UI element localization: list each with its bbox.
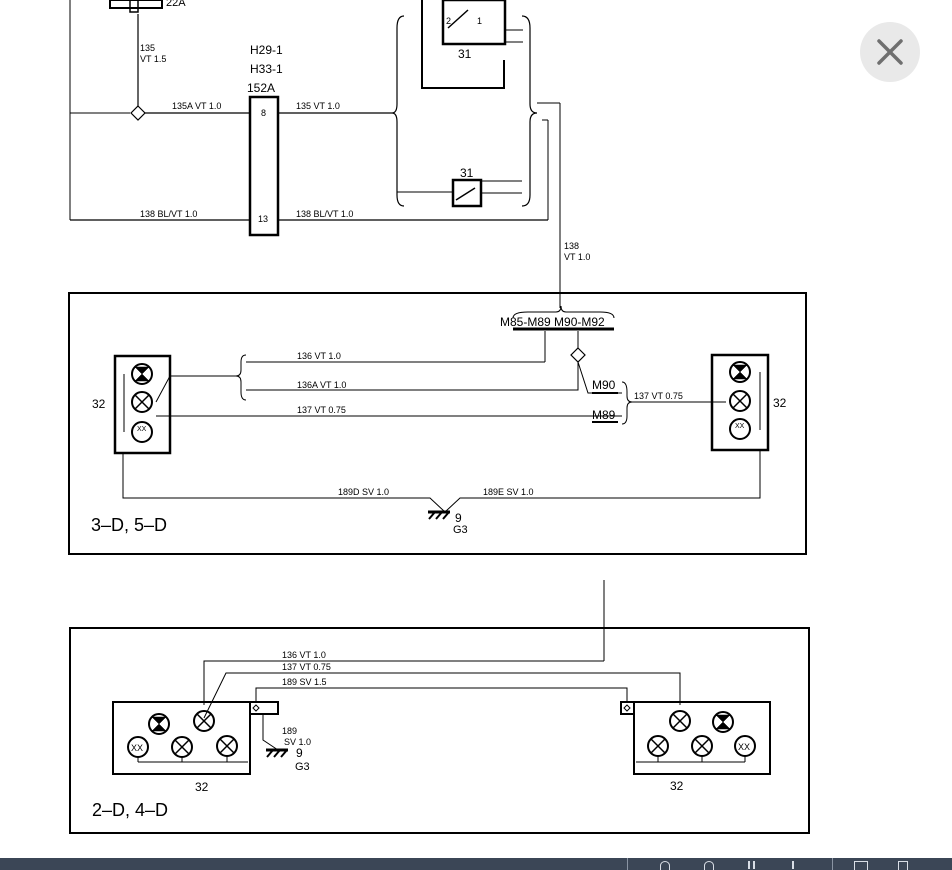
mid-section: M85-M89 M90-M92 136 VT 1.0 136A VT 1.0 M… [68, 292, 807, 555]
top-section: 22A 135 VT 1.5 135A VT 1.0 H29-1 H33-1 1… [69, 0, 590, 308]
mid-wire-137-label: 137 VT 0.75 [297, 405, 346, 415]
wire-135-right-label: 135 VT 1.0 [296, 101, 340, 111]
chevron-right-icon[interactable] [792, 861, 798, 869]
fuse-label: 22A [166, 0, 186, 9]
svg-text:XX: XX [137, 426, 147, 433]
lamp-left-label: 32 [92, 397, 106, 411]
pin-8: 8 [261, 108, 266, 118]
bottom-wire-189-label: 189 SV 1.5 [282, 677, 327, 687]
ground-bottom-id: G3 [295, 761, 310, 773]
wire-135-spec: VT 1.5 [140, 54, 166, 64]
download-icon[interactable] [898, 861, 908, 870]
mid-frame [68, 292, 807, 555]
connector-name-2: H33-1 [250, 62, 283, 76]
splice-diamond [130, 105, 146, 121]
wire-189e-label: 189E SV 1.0 [483, 487, 534, 497]
fuse-symbol [109, 0, 163, 9]
bottom-lamp-left-label: 32 [195, 780, 209, 794]
switch-bracket-left [391, 15, 405, 207]
lamp-unit-right [710, 353, 770, 452]
mid-variant-label: 3–D, 5–D [91, 515, 167, 535]
connector-152a [248, 95, 280, 237]
switch-bottom-label: 31 [460, 166, 474, 180]
lamp-right-label: 32 [773, 396, 787, 410]
connector-group-label: M85-M89 M90-M92 [500, 315, 605, 329]
switch-top-label: 31 [458, 47, 472, 61]
mid-splice [570, 347, 586, 363]
ground-mid-num: 9 [455, 511, 462, 525]
viewer-toolbar [0, 858, 952, 870]
ground-symbol-bottom [266, 748, 288, 758]
fullscreen-icon[interactable] [854, 861, 868, 870]
close-button[interactable] [860, 22, 920, 82]
ground-symbol-mid [428, 510, 450, 520]
svg-text:1: 1 [477, 16, 482, 26]
bottom-lamp-right-label: 32 [670, 779, 684, 793]
lamp-bar-right [633, 701, 771, 775]
wire-135a-label: 135A VT 1.0 [172, 101, 221, 111]
mid-wire-136-label: 136 VT 1.0 [297, 351, 341, 361]
svg-text:2: 2 [446, 16, 451, 26]
wire-138-drop-label: 138 [564, 241, 579, 251]
close-icon [877, 39, 903, 65]
bottom-wire-189-drop-spec: SV 1.0 [284, 737, 311, 747]
zoom-in-icon[interactable] [660, 861, 670, 870]
mid-wire-137-right-label: 137 VT 0.75 [634, 391, 683, 401]
wire-138-drop-spec: VT 1.0 [564, 252, 590, 262]
lamp-unit-left [113, 354, 172, 455]
toolbar-divider [627, 858, 628, 870]
pin-13: 13 [258, 214, 268, 224]
bottom-frame [69, 627, 810, 834]
bottom-wire-136-label: 136 VT 1.0 [282, 650, 326, 660]
connector-name-1: H29-1 [250, 43, 283, 57]
lamp-bar-left [112, 701, 251, 775]
bottom-wire-137-label: 137 VT 0.75 [282, 662, 331, 672]
wire-189d-label: 189D SV 1.0 [338, 487, 389, 497]
zoom-out-icon[interactable] [704, 861, 714, 870]
wire-138-left-label: 138 BL/VT 1.0 [140, 209, 197, 219]
ground-bottom-num: 9 [296, 746, 303, 760]
wire-138-right-label: 138 BL/VT 1.0 [296, 209, 353, 219]
switch-bracket-right [521, 15, 538, 207]
bottom-variant-label: 2–D, 4–D [92, 800, 168, 820]
wire-135-label: 135 [140, 43, 155, 53]
m89-label: M89 [592, 408, 616, 422]
m90-label: M90 [592, 378, 616, 392]
mid-wire-136a-label: 136A VT 1.0 [297, 380, 346, 390]
connector-id: 152A [247, 81, 275, 95]
svg-text:XX: XX [738, 742, 750, 752]
pause-icon[interactable] [748, 861, 755, 869]
toolbar-divider [832, 858, 833, 870]
svg-text:XX: XX [131, 743, 143, 753]
bottom-wire-189-drop: 189 [282, 726, 297, 736]
switch-relay [441, 0, 507, 46]
svg-text:XX: XX [735, 423, 745, 430]
ground-mid-id: G3 [453, 524, 468, 536]
bottom-section: 136 VT 1.0 137 VT 0.75 189 SV 1.5 [69, 580, 810, 834]
